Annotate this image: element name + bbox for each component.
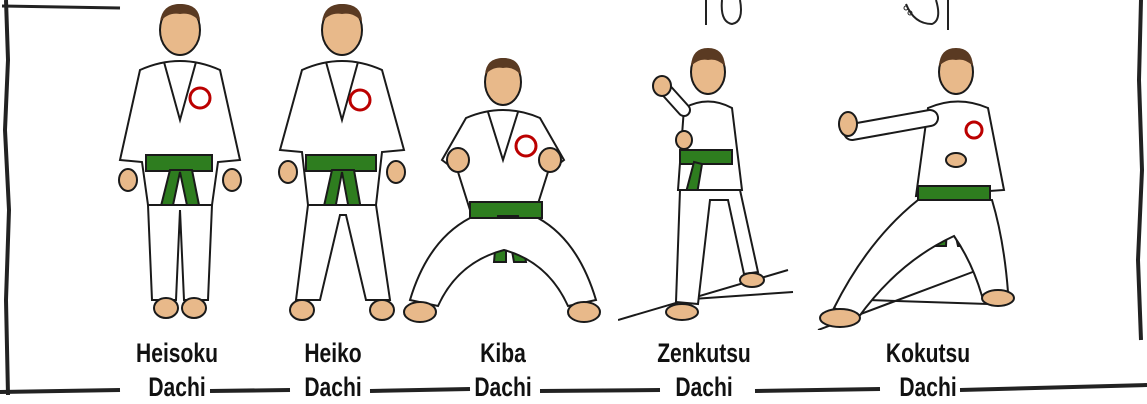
stance-name-line1: Heiko [290,336,376,370]
stance-name-line1: Kiba [460,336,546,370]
stance-name-line2: Dachi [290,370,376,404]
label-kokutsu-dachi: Kokutsu Dachi [873,336,982,404]
stance-name-line1: Zenkutsu [649,336,758,370]
kiba-dachi-figure [398,0,608,330]
heisoku-dachi-figure [100,0,260,330]
stance-name-line2: Dachi [873,370,982,404]
stance-name-line1: Heisoku [126,336,227,370]
frame-right-edge [1138,0,1142,340]
stance-name-line2: Dachi [460,370,546,404]
stance-name-line2: Dachi [126,370,227,404]
label-zenkutsu-dachi: Zenkutsu Dachi [649,336,758,404]
label-heisoku-dachi: Heisoku Dachi [126,336,227,404]
label-kiba-dachi: Kiba Dachi [460,336,546,404]
stance-name-line1: Kokutsu [873,336,982,370]
kokutsu-dachi-figure [808,0,1028,330]
label-heiko-dachi: Heiko Dachi [290,336,376,404]
zenkutsu-dachi-figure [618,0,798,330]
kokutsu-floor-line-2 [868,300,988,304]
frame-left-edge [5,0,9,395]
stance-name-line2: Dachi [649,370,758,404]
